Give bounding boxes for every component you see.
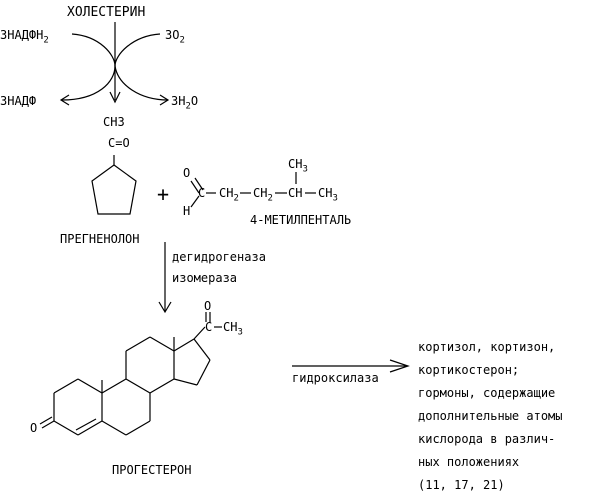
progesterone-skeleton (39, 312, 222, 436)
product-line: кислорода в различ- (418, 432, 556, 446)
preg-name-label: ПРЕГНЕНОЛОН (60, 232, 140, 246)
prog-o-ring: O (30, 421, 38, 435)
products-list: кортизол, кортизон, кортикостерон; гормо… (418, 336, 563, 497)
mp-h-label: H (183, 204, 191, 218)
prog-o-ketone: O (204, 299, 212, 313)
o2-sub: 2 (179, 35, 185, 46)
isomerase-label: изомераза (172, 271, 238, 285)
h2o-arrow-head (159, 94, 170, 106)
mp-ch-bond (190, 195, 200, 208)
product-line: дополнительные атомы (418, 409, 563, 423)
product-line: гормоны, содержащие (418, 386, 556, 400)
mp-ch2a-text: CH (219, 186, 234, 200)
nadph-curve (71, 33, 116, 67)
hydroxylase-label: гидроксилаза (292, 371, 379, 385)
h2o-sub: 2 (185, 101, 191, 112)
preg-co-label: C=O (108, 136, 130, 150)
mp-ch3b-text: CH (318, 186, 333, 200)
nadp-arrow-head (59, 94, 70, 106)
mp-ch2b-sub: 2 (267, 193, 273, 204)
mp-co-double-b (190, 180, 200, 194)
mp-co-double-a (194, 177, 204, 191)
mp-c-label: C (198, 186, 206, 200)
main-arrow-head (109, 91, 121, 104)
o2-curve (114, 33, 161, 67)
preg-ring (91, 164, 137, 215)
plus-sign: + (157, 182, 170, 206)
h2o-curve (114, 65, 169, 101)
product-line: кортизол, кортизон, (418, 340, 556, 354)
prog-c-label: C (205, 320, 213, 334)
mp-ch3b-label: CH3 (318, 186, 338, 205)
mp-ch2b-label: CH2 (253, 186, 273, 205)
mp-ch3-text: CH (288, 157, 303, 171)
mp-o-label: O (183, 166, 191, 180)
mp-ch2b-text: CH (253, 186, 268, 200)
nadph2-sub: 2 (43, 35, 49, 46)
prog-ch3-sub: 3 (237, 327, 243, 338)
dehydrogenase-arrow-head (158, 301, 172, 314)
mp-ch3-sub: 3 (302, 164, 308, 175)
nadp-curve (61, 65, 116, 101)
product-line: ных положениях (418, 455, 520, 469)
dehydrogenase-label: дегидрогеназа (172, 250, 266, 264)
h2o-text: 3H (171, 94, 186, 108)
prog-name-label: ПРОГЕСТЕРОН (112, 463, 192, 477)
product-line: (11, 17, 21) (418, 478, 505, 492)
h2o-label: 3H2O (171, 94, 198, 113)
mp-ch3-top: CH3 (288, 157, 308, 176)
preg-ch3-label: CH3 (103, 115, 125, 129)
mp-name-label: 4-МЕТИЛПЕНТАЛЬ (250, 213, 352, 227)
o2-text: 3O (165, 28, 180, 42)
mp-ch-label: CH (288, 186, 303, 200)
h2o-suffix: O (190, 94, 199, 108)
cholesterol-label: ХОЛЕСТЕРИН (67, 5, 146, 20)
mp-ch2a-sub: 2 (233, 193, 239, 204)
prog-ch3-label: CH3 (223, 320, 243, 339)
hydroxylase-arrow-head (389, 359, 410, 373)
prog-ch3-text: CH (223, 320, 238, 334)
nadph2-label: 3НАДФН2 (0, 28, 49, 47)
nadph2-text: 3НАДФН (0, 28, 44, 42)
o2-label: 3O2 (165, 28, 185, 47)
nadp-label: 3НАДФ (0, 94, 37, 108)
mp-ch3b-sub: 3 (332, 193, 338, 204)
product-line: кортикостерон; (418, 363, 520, 377)
mp-ch2a-label: CH2 (219, 186, 239, 205)
